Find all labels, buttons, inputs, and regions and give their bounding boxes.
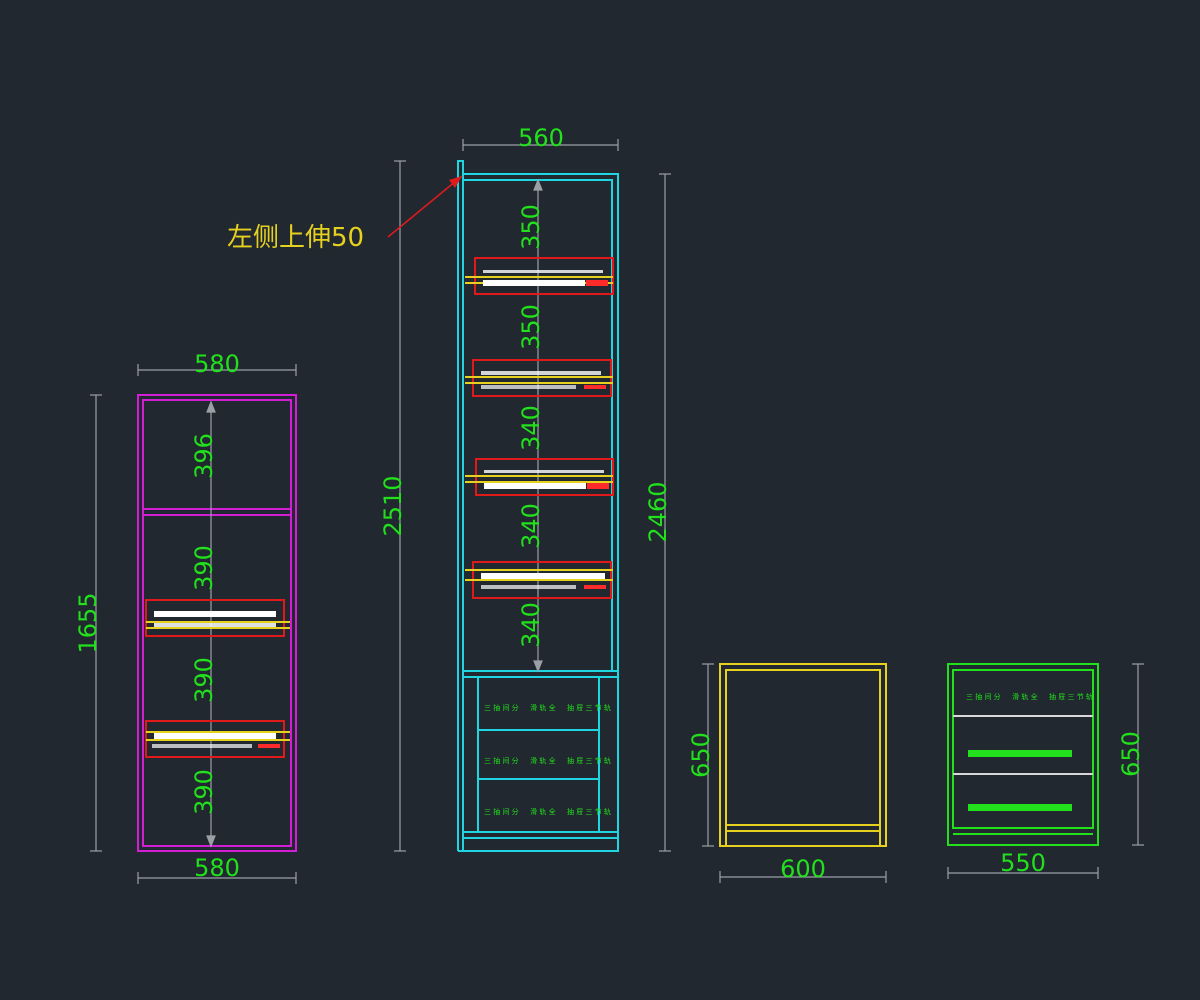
gap-label: 350 <box>517 204 545 250</box>
dimension-height-label: 1655 <box>74 592 102 653</box>
gap-label: 350 <box>517 304 545 350</box>
dimension-width-bottom <box>137 872 297 884</box>
dimension-height-left-label: 2510 <box>379 475 407 536</box>
cabinet-c-frame <box>719 663 887 847</box>
gap-label: 390 <box>190 769 218 815</box>
dimension-height-label: 650 <box>1117 731 1145 777</box>
drawer-handle <box>968 804 1072 811</box>
dimension-height-left <box>394 160 406 852</box>
dimension-width <box>462 139 619 151</box>
dimension-width-label: 550 <box>1000 849 1046 877</box>
cabinet-d-frame <box>947 663 1099 846</box>
shelf <box>465 458 614 496</box>
dimension-width-top-label: 580 <box>194 350 240 378</box>
dimension-height-right-label: 2460 <box>644 481 672 542</box>
drawer-note: 三 抽 间 分 滑 轨 全 抽 屉 三 节 轨 <box>966 692 1093 701</box>
shelf <box>465 359 613 397</box>
dimension-width <box>947 867 1099 879</box>
cabinet-b: 560 2510 2460 三 抽 间 分 <box>227 124 672 852</box>
dimension-width-label: 600 <box>780 855 826 883</box>
gap-label: 340 <box>517 405 545 451</box>
cabinet-c: 650 600 <box>687 663 887 883</box>
drawer-note: 三 抽 间 分 滑 轨 全 抽 屉 三 节 轨 <box>484 756 611 765</box>
gap-label: 340 <box>517 503 545 549</box>
dimension-height <box>702 663 714 847</box>
dimension-width <box>719 871 887 883</box>
shelf <box>145 720 290 758</box>
drawer-note: 三 抽 间 分 滑 轨 全 抽 屉 三 节 轨 <box>484 703 611 712</box>
gap-label: 390 <box>190 657 218 703</box>
dimension-height <box>1132 663 1144 846</box>
gap-label: 390 <box>190 545 218 591</box>
cabinet-a-frame <box>137 394 297 852</box>
dimension-width-top <box>137 364 297 376</box>
shelf <box>145 599 290 637</box>
dimension-width-label: 560 <box>518 124 564 152</box>
cabinet-b-inner-dimensions <box>533 178 543 673</box>
cabinet-d: 三 抽 间 分 滑 轨 全 抽 屉 三 节 轨 650 550 <box>947 663 1145 879</box>
cabinet-a: 580 1655 396 390 390 390 <box>74 350 297 884</box>
gap-label: 340 <box>517 602 545 648</box>
gap-label: 396 <box>190 433 218 479</box>
dimension-height <box>90 394 102 852</box>
drawer-handle <box>968 750 1072 757</box>
dimension-height-label: 650 <box>687 732 715 778</box>
dimension-width-bottom-label: 580 <box>194 854 240 882</box>
shelf <box>465 561 613 599</box>
dimension-height-right <box>659 173 671 852</box>
annotation-label: 左侧上伸50 <box>227 223 364 253</box>
cabinet-b-frame <box>457 160 619 852</box>
annotation-leader <box>387 175 463 238</box>
shelf <box>465 257 614 295</box>
drawer-note: 三 抽 间 分 滑 轨 全 抽 屉 三 节 轨 <box>484 807 611 816</box>
